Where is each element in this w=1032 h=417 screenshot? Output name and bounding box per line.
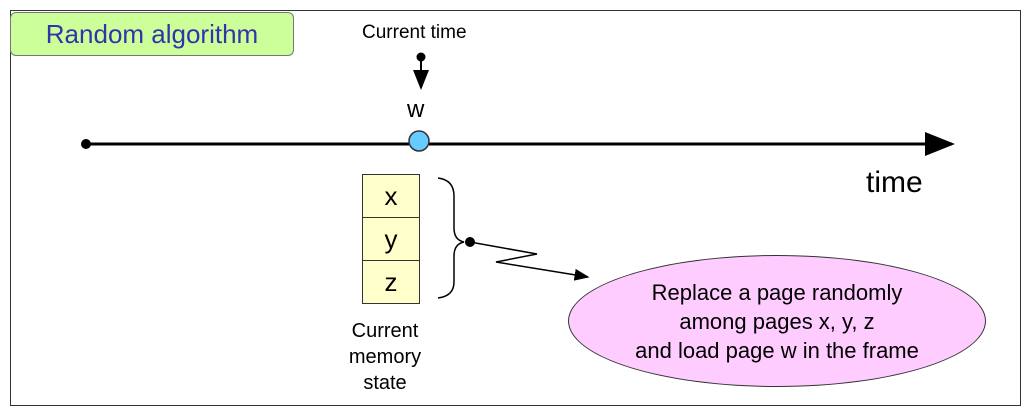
time-axis-label: time (866, 166, 923, 199)
memory-frames: x y z (362, 174, 420, 304)
memory-label-line: state (363, 372, 407, 394)
current-time-arrow (413, 52, 429, 90)
callout-connector (465, 237, 590, 281)
diagram-frame (10, 10, 1021, 406)
memory-state-label: Current memory state (330, 318, 440, 396)
memory-label-line: memory (348, 346, 422, 368)
callout-line: Replace a page randomly (651, 279, 903, 305)
callout-line: and load page w in the frame (635, 337, 919, 363)
current-time-label: Current time (362, 22, 467, 43)
replacement-callout: Replace a page randomly among pages x, y… (568, 255, 986, 387)
current-page-label: w (407, 96, 425, 123)
memory-cell: x (363, 175, 419, 218)
memory-label-line: Current (351, 320, 419, 342)
memory-brace (437, 177, 465, 299)
time-axis (81, 132, 955, 156)
callout-line: among pages x, y, z (679, 308, 875, 334)
current-time-marker (408, 130, 430, 152)
memory-cell: y (363, 218, 419, 261)
memory-cell: z (384, 266, 398, 297)
title-box: Random algorithm (10, 12, 294, 56)
title-text: Random algorithm (45, 18, 259, 49)
